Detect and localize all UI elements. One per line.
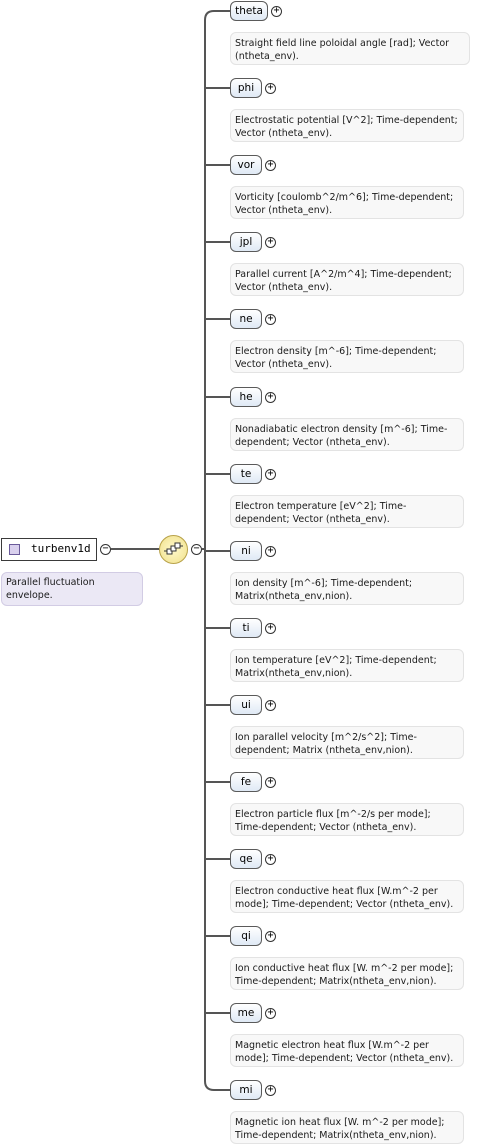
element-jpl[interactable]: jpl: [230, 232, 262, 252]
element-mi[interactable]: mi: [230, 1080, 262, 1100]
expand-toggle-ui[interactable]: +: [265, 700, 276, 711]
element-ti[interactable]: ti: [230, 618, 262, 638]
element-me[interactable]: me: [230, 1003, 262, 1023]
element-ui[interactable]: ui: [230, 695, 262, 715]
element-he[interactable]: he: [230, 387, 262, 407]
element-qi[interactable]: qi: [230, 926, 262, 946]
annotation-me: Magnetic electron heat flux [W.m^-2 per …: [230, 1034, 464, 1067]
annotation-ti: Ion temperature [eV^2]; Time-dependent; …: [230, 649, 464, 682]
annotation-jpl: Parallel current [A^2/m^4]; Time-depende…: [230, 263, 464, 296]
expand-toggle-jpl[interactable]: +: [265, 237, 276, 248]
element-phi[interactable]: phi: [230, 78, 262, 98]
expand-toggle-theta[interactable]: +: [271, 6, 282, 17]
annotation-mi: Magnetic ion heat flux [W. m^-2 per mode…: [230, 1111, 464, 1144]
expand-toggle-qe[interactable]: +: [265, 854, 276, 865]
annotation-te: Electron temperature [eV^2]; Time-depend…: [230, 495, 464, 528]
element-vor[interactable]: vor: [230, 155, 262, 175]
annotation-vor: Vorticity [coulomb^2/m^6]; Time-dependen…: [230, 186, 464, 219]
collapse-toggle-sequence[interactable]: −: [191, 544, 202, 555]
element-te[interactable]: te: [230, 464, 262, 484]
element-qe[interactable]: qe: [230, 849, 262, 869]
expand-toggle-ni[interactable]: +: [265, 546, 276, 557]
annotation-ui: Ion parallel velocity [m^2/s^2]; Time-de…: [230, 726, 464, 759]
expand-toggle-me[interactable]: +: [265, 1008, 276, 1019]
element-ni[interactable]: ni: [230, 541, 262, 561]
root-element-label: turbenv1d: [31, 542, 91, 555]
expand-toggle-phi[interactable]: +: [265, 83, 276, 94]
expand-toggle-te[interactable]: +: [265, 469, 276, 480]
root-annotation: Parallel fluctuation envelope.: [1, 572, 143, 606]
annotation-qi: Ion conductive heat flux [W. m^-2 per mo…: [230, 957, 464, 990]
sequence-icon: [164, 542, 183, 555]
annotation-ni: Ion density [m^-6]; Time-dependent; Matr…: [230, 572, 464, 605]
expand-toggle-qi[interactable]: +: [265, 931, 276, 942]
element-ne[interactable]: ne: [230, 309, 262, 329]
element-icon: [9, 544, 20, 555]
annotation-qe: Electron conductive heat flux [W.m^-2 pe…: [230, 880, 464, 913]
sequence-compositor-icon[interactable]: [159, 535, 188, 564]
annotation-phi: Electrostatic potential [V^2]; Time-depe…: [230, 109, 464, 142]
root-element-turbenv1d[interactable]: turbenv1d: [1, 538, 97, 561]
element-theta[interactable]: theta: [230, 1, 268, 21]
annotation-fe: Electron particle flux [m^-2/s per mode]…: [230, 803, 464, 836]
expand-toggle-he[interactable]: +: [265, 392, 276, 403]
annotation-ne: Electron density [m^-6]; Time-dependent;…: [230, 340, 464, 373]
element-fe[interactable]: fe: [230, 772, 262, 792]
collapse-toggle-root[interactable]: −: [100, 544, 111, 555]
expand-toggle-ne[interactable]: +: [265, 314, 276, 325]
expand-toggle-mi[interactable]: +: [265, 1085, 276, 1096]
expand-toggle-fe[interactable]: +: [265, 777, 276, 788]
expand-toggle-ti[interactable]: +: [265, 623, 276, 634]
annotation-he: Nonadiabatic electron density [m^-6]; Ti…: [230, 418, 464, 451]
annotation-theta: Straight field line poloidal angle [rad]…: [230, 32, 470, 65]
expand-toggle-vor[interactable]: +: [265, 160, 276, 171]
